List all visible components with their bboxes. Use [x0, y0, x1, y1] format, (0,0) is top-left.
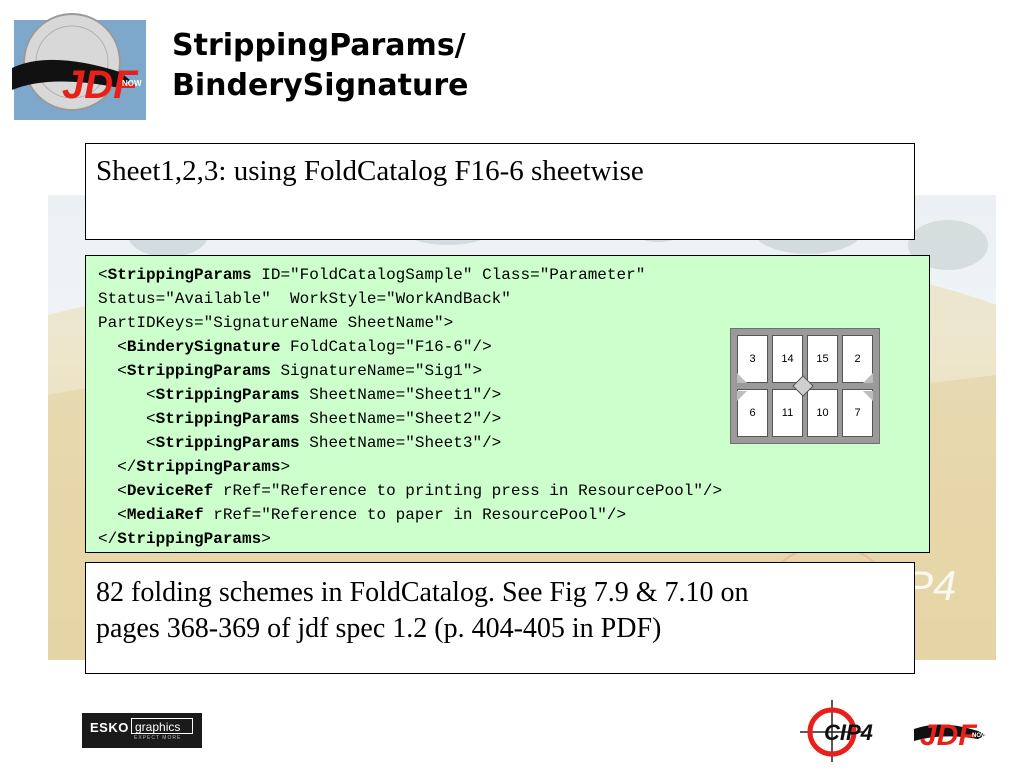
- code-line: </StrippingParams>: [98, 455, 917, 479]
- code-prefix: <: [98, 410, 156, 428]
- jdf-now-logo: JDF NOW: [10, 10, 148, 122]
- title-line-2: BinderySignature: [172, 68, 469, 103]
- fold-catalog-diagram: 3 14 15 2 6 11 10 7: [730, 328, 880, 444]
- code-line: <StrippingParams SheetName="Sheet2"/>: [98, 407, 917, 431]
- code-attributes: rRef="Reference to printing press in Res…: [213, 482, 723, 500]
- summary-text-box: Sheet1,2,3: using FoldCatalog F16-6 shee…: [85, 143, 915, 240]
- fold-page: 7: [842, 389, 873, 437]
- code-tag-name: StrippingParams: [107, 266, 252, 284]
- code-attributes: >: [280, 458, 291, 476]
- code-attributes: SheetName="Sheet3"/>: [299, 434, 502, 452]
- fold-page: 14: [772, 335, 803, 383]
- code-attributes: SheetName="Sheet2"/>: [299, 410, 502, 428]
- code-line: </StrippingParams>: [98, 527, 917, 551]
- code-tag-name: StrippingParams: [155, 434, 300, 452]
- jdf-now-logo-small: JDF NOW: [912, 705, 990, 757]
- code-prefix: <: [98, 434, 156, 452]
- code-line: <DeviceRef rRef="Reference to printing p…: [98, 479, 917, 503]
- code-prefix: Status="Available" WorkStyle="WorkAndBac…: [98, 290, 511, 308]
- summary-text: Sheet1,2,3: using FoldCatalog F16-6 shee…: [96, 155, 644, 187]
- code-prefix: </: [98, 458, 137, 476]
- esko-graphics-word: graphics: [135, 720, 181, 734]
- code-line: <MediaRef rRef="Reference to paper in Re…: [98, 503, 917, 527]
- code-tag-name: DeviceRef: [126, 482, 214, 500]
- code-line: Status="Available" WorkStyle="WorkAndBac…: [98, 287, 917, 311]
- code-prefix: PartIDKeys="SignatureName SheetName">: [98, 314, 454, 332]
- code-prefix: <: [98, 386, 156, 404]
- code-prefix: </: [98, 530, 118, 548]
- code-attributes: SheetName="Sheet1"/>: [299, 386, 502, 404]
- slide-title: StrippingParams/ BinderySignature: [172, 26, 732, 106]
- title-line-1: StrippingParams/: [172, 28, 466, 63]
- fold-page: 11: [772, 389, 803, 437]
- code-attributes: FoldCatalog="F16-6"/>: [280, 338, 492, 356]
- code-tag-name: BinderySignature: [126, 338, 281, 356]
- code-line: <BinderySignature FoldCatalog="F16-6"/>: [98, 335, 917, 359]
- fold-page: 3: [737, 335, 768, 383]
- fold-page: 2: [842, 335, 873, 383]
- svg-text:CIP4: CIP4: [824, 720, 873, 745]
- code-tag-name: MediaRef: [126, 506, 204, 524]
- esko-word: ESKO: [90, 720, 129, 735]
- note-line-2: pages 368-369 of jdf spec 1.2 (p. 404-40…: [96, 613, 662, 644]
- code-prefix: <: [98, 506, 127, 524]
- code-attributes: >: [261, 530, 271, 548]
- code-tag-name: StrippingParams: [155, 386, 300, 404]
- code-attributes: SignatureName="Sig1">: [270, 362, 483, 380]
- code-tag-name: StrippingParams: [117, 530, 262, 548]
- note-text-box: 82 folding schemes in FoldCatalog. See F…: [85, 562, 915, 674]
- code-attributes: rRef="Reference to paper in ResourcePool…: [203, 506, 627, 524]
- svg-text:NOW: NOW: [122, 79, 142, 88]
- fold-page: 10: [807, 389, 838, 437]
- code-line: <StrippingParams SheetName="Sheet1"/>: [98, 383, 917, 407]
- svg-text:JDF: JDF: [920, 719, 977, 752]
- esko-tagline: EXPECT MORE: [134, 735, 182, 741]
- code-line: PartIDKeys="SignatureName SheetName">: [98, 311, 917, 335]
- code-prefix: <: [98, 362, 127, 380]
- code-line: <StrippingParams SignatureName="Sig1">: [98, 359, 917, 383]
- fold-page: 15: [807, 335, 838, 383]
- code-tag-name: StrippingParams: [126, 362, 271, 380]
- cip4-logo: CIP4: [800, 700, 900, 762]
- code-tag-name: StrippingParams: [136, 458, 281, 476]
- esko-graphics-logo: ESKO graphics EXPECT MORE: [82, 713, 202, 748]
- fold-marks: [737, 373, 873, 401]
- svg-text:NOW: NOW: [972, 733, 987, 739]
- code-attributes: ID="FoldCatalogSample" Class="Parameter": [251, 266, 646, 284]
- code-line: <StrippingParams SheetName="Sheet3"/>: [98, 431, 917, 455]
- code-prefix: <: [98, 266, 108, 284]
- code-prefix: <: [98, 482, 127, 500]
- svg-text:JDF: JDF: [62, 63, 139, 107]
- code-prefix: <: [98, 338, 127, 356]
- note-line-1: 82 folding schemes in FoldCatalog. See F…: [96, 577, 749, 608]
- code-tag-name: StrippingParams: [155, 410, 300, 428]
- fold-page: 6: [737, 389, 768, 437]
- code-line: <StrippingParams ID="FoldCatalogSample" …: [98, 263, 917, 287]
